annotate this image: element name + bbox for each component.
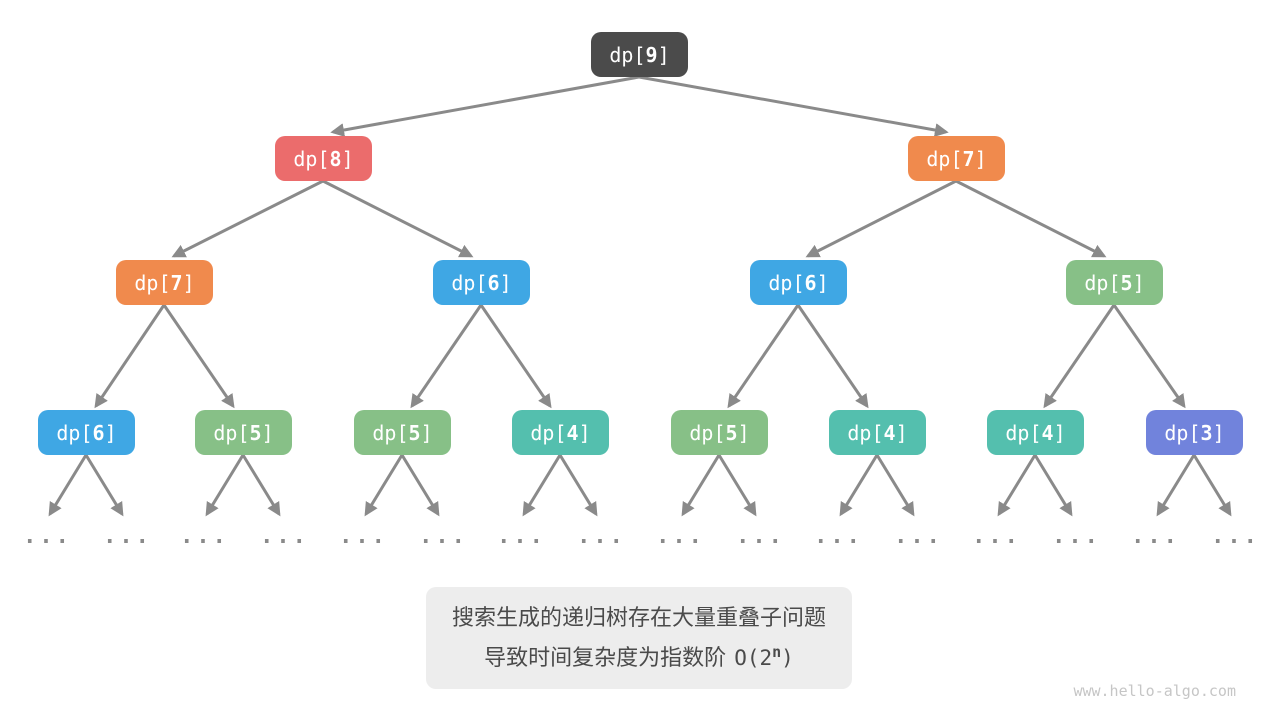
tree-edge xyxy=(875,454,915,517)
tree-edge xyxy=(955,179,1107,258)
ellipsis: ... xyxy=(656,524,705,549)
tree-node-dp-4: dp[4] xyxy=(512,410,609,455)
ellipsis: ... xyxy=(419,524,468,549)
tree-node-dp-7: dp[7] xyxy=(116,260,213,305)
tree-edge xyxy=(410,304,483,409)
caption-line1: 搜索生成的递归树存在大量重叠子问题 xyxy=(451,605,827,630)
tree-node-dp-9: dp[9] xyxy=(591,32,688,77)
tree-edge xyxy=(1112,304,1186,409)
ellipsis: ... xyxy=(497,524,546,549)
tree-node-dp-6: dp[6] xyxy=(38,410,135,455)
tree-edge xyxy=(84,454,124,517)
ellipsis: ... xyxy=(23,524,72,549)
tree-edge xyxy=(805,179,957,258)
formula-suffix: ) xyxy=(781,646,794,670)
tree-node-dp-6: dp[6] xyxy=(433,260,530,305)
tree-edge xyxy=(241,454,281,517)
tree-edge xyxy=(1192,454,1232,517)
tree-edge xyxy=(796,304,869,409)
ellipsis: ... xyxy=(260,524,309,549)
tree-node-dp-6: dp[6] xyxy=(750,260,847,305)
tree-edge xyxy=(638,75,949,137)
tree-node-dp-4: dp[4] xyxy=(987,410,1084,455)
tree-edge xyxy=(839,454,879,517)
tree-edge xyxy=(681,454,721,517)
tree-edge xyxy=(479,304,552,409)
ellipsis: ... xyxy=(1052,524,1101,549)
tree-edge xyxy=(400,454,440,517)
tree-edge xyxy=(94,304,166,409)
formula-exponent: n xyxy=(772,643,782,661)
tree-edge xyxy=(558,454,598,517)
caption-box: 搜索生成的递归树存在大量重叠子问题 导致时间复杂度为指数阶 O(2n) xyxy=(425,587,853,689)
tree-node-dp-5: dp[5] xyxy=(354,410,451,455)
tree-edge xyxy=(1156,454,1196,517)
caption-line2: 导致时间复杂度为指数阶 O(2n) xyxy=(452,635,826,675)
tree-node-dp-4: dp[4] xyxy=(829,410,926,455)
tree-edge xyxy=(1043,304,1116,409)
tree-node-dp-3: dp[3] xyxy=(1146,410,1243,455)
ellipsis: ... xyxy=(1131,524,1180,549)
ellipsis: ... xyxy=(577,524,626,549)
ellipsis: ... xyxy=(103,524,152,549)
tree-edge xyxy=(727,304,800,409)
ellipsis: ... xyxy=(894,524,943,549)
ellipsis: ... xyxy=(180,524,229,549)
tree-node-dp-5: dp[5] xyxy=(671,410,768,455)
tree-edge xyxy=(162,304,235,409)
ellipsis: ... xyxy=(972,524,1021,549)
formula-prefix: O(2 xyxy=(734,646,773,670)
tree-edge xyxy=(997,454,1037,517)
caption-line2-text: 导致时间复杂度为指数阶 xyxy=(484,645,727,670)
tree-node-dp-8: dp[8] xyxy=(275,136,372,181)
ellipsis: ... xyxy=(736,524,785,549)
ellipsis: ... xyxy=(1211,524,1260,549)
tree-edge xyxy=(330,75,640,137)
watermark: www.hello-algo.com xyxy=(1073,682,1236,700)
tree-edge xyxy=(364,454,404,517)
tree-node-dp-5: dp[5] xyxy=(195,410,292,455)
ellipsis: ... xyxy=(339,524,388,549)
tree-edge xyxy=(1033,454,1073,517)
ellipsis: ... xyxy=(814,524,863,549)
tree-edge xyxy=(48,454,88,517)
tree-edge xyxy=(717,454,757,517)
tree-node-dp-5: dp[5] xyxy=(1066,260,1163,305)
tree-edge xyxy=(205,454,245,517)
tree-node-dp-7: dp[7] xyxy=(908,136,1005,181)
tree-edge xyxy=(522,454,562,517)
tree-edge xyxy=(171,179,324,258)
complexity-formula: O(2n) xyxy=(734,643,794,670)
tree-edge xyxy=(322,179,474,258)
